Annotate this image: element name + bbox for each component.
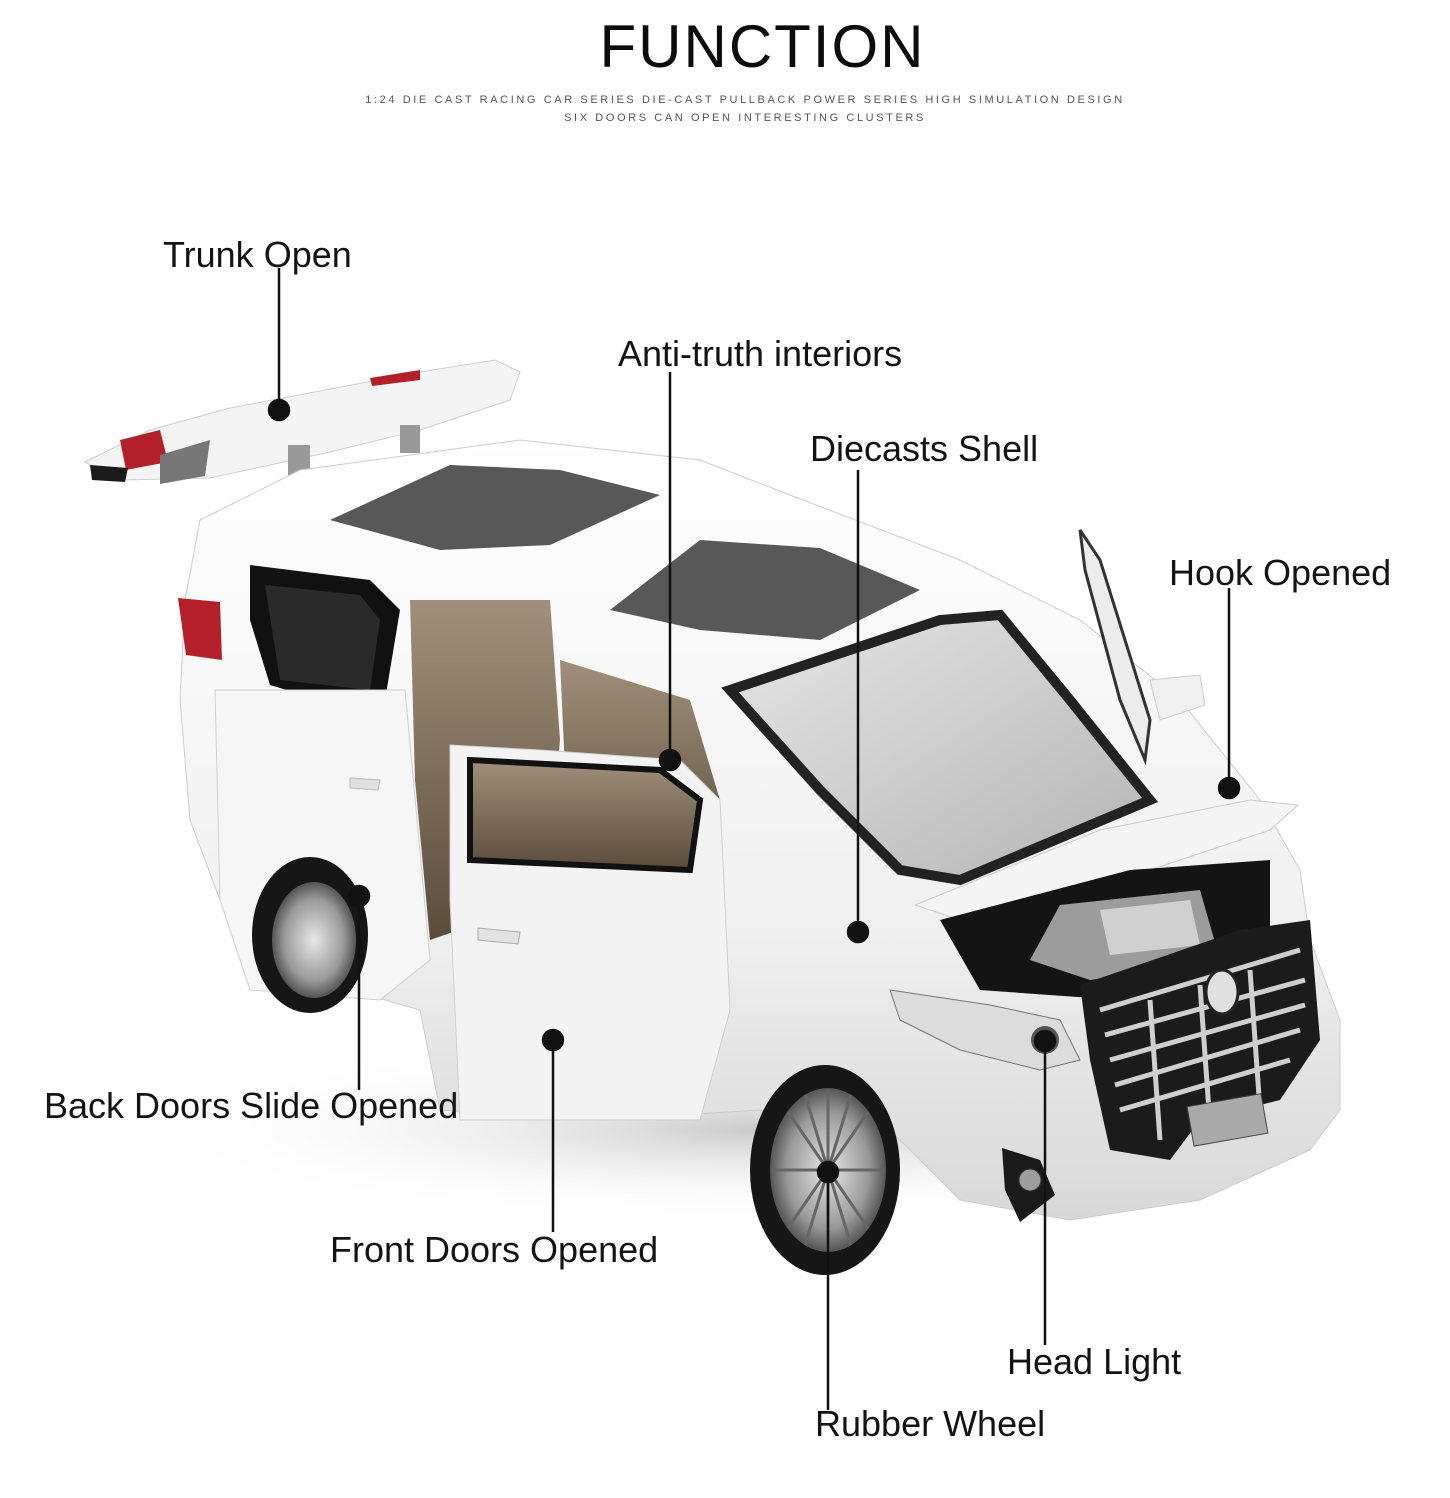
callout-head-light: Head Light bbox=[1007, 1341, 1182, 1382]
callout-rubber-wheel: Rubber Wheel bbox=[815, 1403, 1046, 1444]
tailgate bbox=[83, 359, 521, 484]
wheels bbox=[252, 857, 900, 1275]
subtitle-line-1: 1:24 DIE CAST RACING CAR SERIES DIE-CAST… bbox=[365, 94, 1125, 106]
callout-diecasts-shell: Diecasts Shell bbox=[810, 428, 1039, 469]
callout-front-doors-opened: Front Doors Opened bbox=[330, 1229, 659, 1270]
car-body bbox=[178, 439, 1341, 1222]
callout-trunk-open: Trunk Open bbox=[163, 234, 352, 275]
page-title: FUNCTION bbox=[599, 13, 926, 80]
subtitle-line-2: SIX DOORS CAN OPEN INTERESTING CLUSTERS bbox=[564, 112, 926, 124]
callout-hook-opened: Hook Opened bbox=[1169, 552, 1392, 593]
callout-back-doors-slide-opened: Back Doors Slide Opened bbox=[44, 1085, 459, 1126]
callout-anti-truth-interiors: Anti-truth interiors bbox=[618, 333, 903, 374]
